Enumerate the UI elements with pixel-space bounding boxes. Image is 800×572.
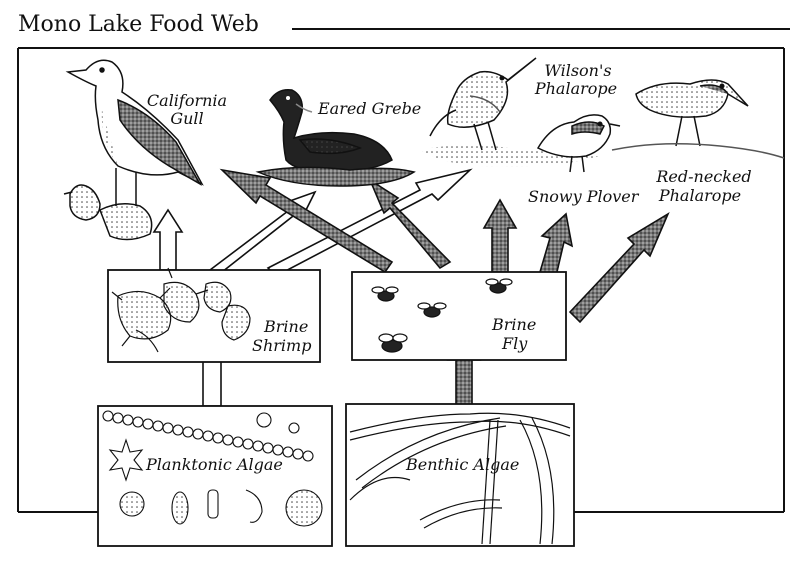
wilsons-phalarope-label: Wilson's Phalarope: [534, 61, 617, 98]
gull-label-line1: California: [147, 91, 227, 110]
brine-shrimp-label-line1: Brine: [263, 317, 308, 336]
arrow-brine-fly-to-grebe: [368, 177, 452, 270]
wilsons-phalarope-label-line2: Phalarope: [534, 79, 617, 98]
fly-4: [378, 333, 408, 353]
arrow-brine-fly-to-red-necked-phalarope: [568, 212, 670, 324]
planktonic-algae-label: Planktonic Algae: [145, 455, 283, 474]
fly-3: [485, 278, 513, 294]
california-gull-illustration: [63, 59, 204, 241]
algae-chain: [102, 410, 314, 462]
wilsons-phalarope-label-line1: Wilson's: [544, 61, 611, 80]
benthic-algae-illustration: [349, 412, 571, 545]
arrow-brine-fly-to-gull: [219, 168, 394, 274]
benthic-algae-label: Benthic Algae: [405, 455, 519, 474]
brine-shrimp-illustration: [111, 267, 251, 353]
eared-grebe-illustration: [255, 88, 416, 187]
brine-fly-label-line1: Brine: [491, 315, 536, 334]
red-necked-phalarope-label-line1: Red-necked: [655, 167, 751, 186]
grebe-label: Eared Grebe: [317, 99, 421, 118]
planktonic-algae-box: Planktonic Algae: [97, 405, 333, 547]
star-diatom: [108, 438, 144, 482]
arrow-shrimp-to-gull: [152, 208, 184, 271]
brine-shrimp-label-line2: Shrimp: [252, 336, 311, 355]
title-block: Mono Lake Food Web: [18, 12, 790, 37]
outer-frame: [17, 47, 785, 513]
diagram-title: Mono Lake Food Web: [18, 12, 259, 37]
arrow-shrimp-to-wilsons-phalarope: [266, 168, 473, 277]
arrow-brine-fly-to-wilsons-phalarope: [482, 198, 518, 273]
snowy-plover-label: Snowy Plover: [528, 187, 640, 206]
red-necked-phalarope-illustration: [611, 79, 785, 159]
snowy-plover-illustration: [536, 114, 621, 173]
brine-fly-box: Brine Fly: [351, 271, 567, 361]
brine-fly-illustration: [371, 278, 513, 353]
planktonic-algae-illustration: [102, 410, 323, 527]
brine-shrimp-box: Brine Shrimp: [107, 267, 321, 363]
arrow-brine-fly-to-snowy-plover: [538, 212, 574, 277]
brine-fly-label-line2: Fly: [501, 334, 528, 353]
fly-2: [417, 302, 447, 318]
benthic-algae-box: Benthic Algae: [345, 403, 575, 547]
red-necked-phalarope-label: Red-necked Phalarope: [655, 167, 751, 205]
stippled-arrows: [219, 168, 670, 407]
gull-label: California Gull: [147, 91, 227, 128]
gull-label-line2: Gull: [170, 109, 203, 128]
fly-1: [371, 286, 399, 302]
red-necked-phalarope-label-line2: Phalarope: [658, 186, 741, 205]
